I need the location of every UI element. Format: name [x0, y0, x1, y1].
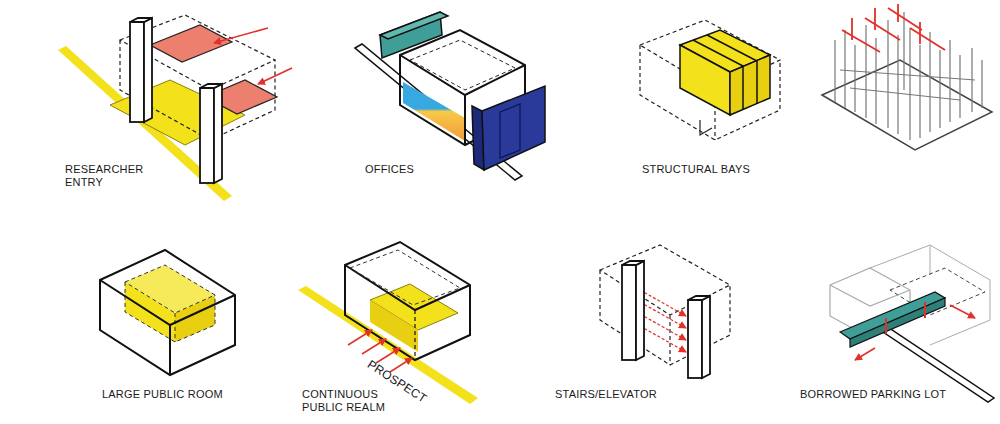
- large-public-room-sketch: [100, 250, 235, 375]
- caption-label: LARGE PUBLIC ROOM: [102, 388, 223, 401]
- structural-bays-sketch: [640, 20, 780, 140]
- caption-label: BORROWED PARKING LOT: [800, 388, 946, 401]
- stairs-elevator-sketch: [600, 245, 730, 378]
- caption-label: STAIRS/ELEVATOR: [555, 388, 657, 401]
- offices-sketch: [355, 12, 545, 180]
- researcher-entry-sketch: [58, 15, 292, 201]
- caption-label: CONTINUOUS PUBLIC REALM: [302, 388, 394, 414]
- caption-label: OFFICES: [365, 163, 414, 176]
- caption-label: STRUCTURAL BAYS: [642, 163, 750, 176]
- column-grid-sketch: [822, 4, 992, 150]
- parking-lot-sketch: [830, 245, 994, 402]
- caption-label: RESEARCHER ENTRY: [65, 163, 157, 189]
